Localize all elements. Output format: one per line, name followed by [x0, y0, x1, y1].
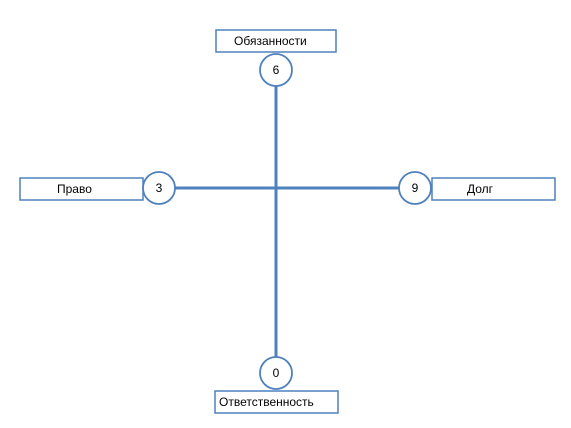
right-node: Долг 9: [398, 171, 556, 205]
top-label: Обязанности: [234, 34, 307, 48]
left-value: 3: [156, 181, 163, 195]
top-value-circle: [259, 53, 293, 87]
left-value-circle: [142, 171, 176, 205]
bottom-node: 0 Ответственность: [214, 356, 339, 414]
bottom-value: 0: [273, 366, 280, 380]
top-node: Обязанности 6: [215, 29, 337, 87]
left-label: Право: [57, 182, 92, 196]
right-value: 9: [412, 181, 419, 195]
right-label: Долг: [467, 182, 494, 196]
right-value-circle: [398, 171, 432, 205]
bottom-label-box: [214, 390, 339, 414]
right-label-box: [431, 177, 556, 201]
top-value: 6: [273, 63, 280, 77]
left-node: Право 3: [19, 171, 176, 205]
bottom-label: Ответственность: [219, 395, 314, 409]
bottom-value-circle: [259, 356, 293, 390]
top-label-box: [215, 29, 337, 53]
